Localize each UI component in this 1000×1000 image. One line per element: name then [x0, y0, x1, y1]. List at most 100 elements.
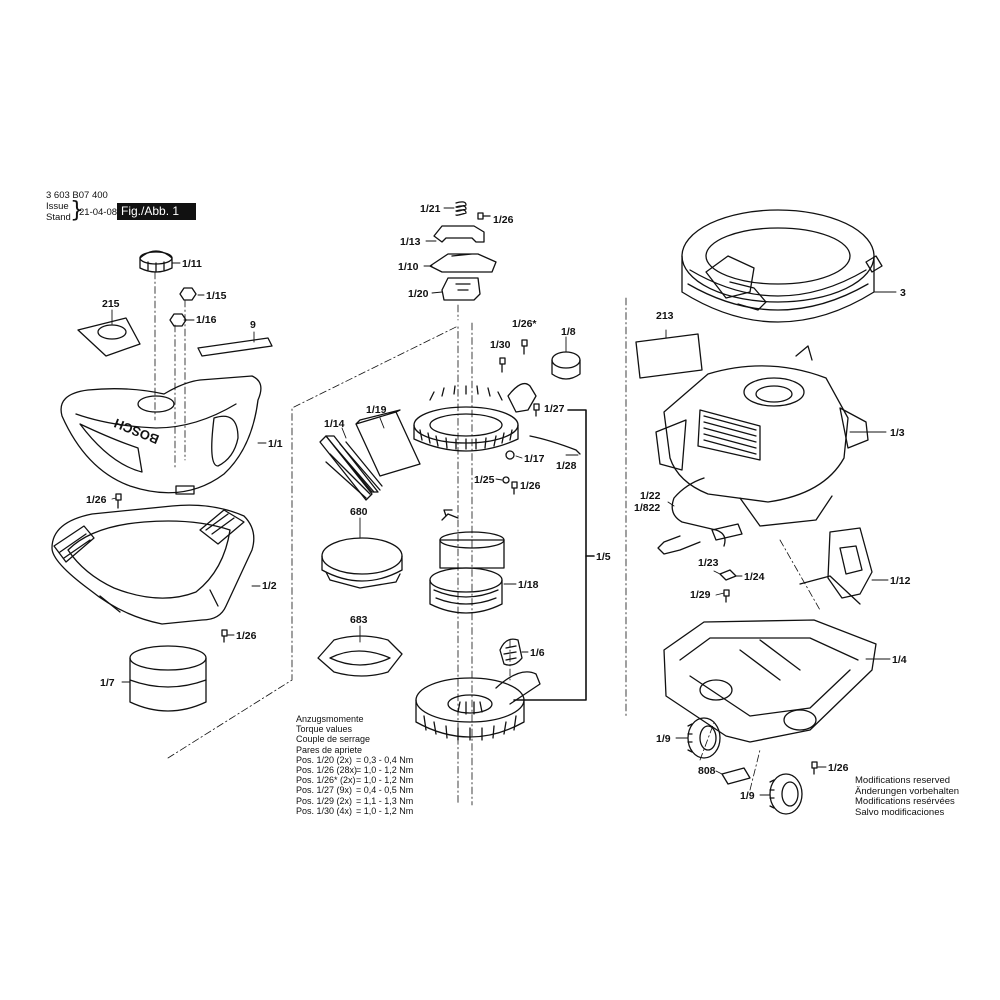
callout-808: 808 — [698, 765, 716, 777]
torque-pos: Pos. 1/26* (2x) — [296, 775, 356, 786]
part-label-213 — [635, 333, 703, 379]
group-bracket — [513, 409, 587, 701]
document-number: 3 603 B07 400 — [46, 190, 108, 201]
modifications-es: Salvo modificaciones — [855, 806, 945, 818]
torque-title-en: Torque values — [296, 724, 353, 735]
callout-1-6: 1/6 — [530, 647, 545, 659]
callout-213: 213 — [656, 310, 674, 322]
part-container — [655, 345, 869, 527]
part-cup — [321, 537, 403, 589]
torque-value: = 0,3 - 0,4 Nm — [356, 754, 414, 765]
callout-1-11: 1/11 — [182, 258, 202, 270]
callout-680: 680 — [350, 506, 368, 518]
part-gasket-683 — [317, 635, 403, 677]
callout-3: 3 — [900, 287, 906, 299]
torque-pos: Pos. 1/20 (2x) — [296, 754, 353, 765]
leader-lines — [111, 207, 897, 796]
callout-1-26-br: 1/26 — [828, 762, 849, 774]
callout-1-2: 1/2 — [262, 580, 277, 592]
part-top-cover — [60, 375, 262, 495]
callout-1-24: 1/24 — [744, 571, 765, 583]
issue-label: Issue — [46, 201, 69, 212]
torque-title-fr: Couple de serrage — [296, 734, 371, 745]
callout-1-27: 1/27 — [544, 403, 565, 415]
part-screw-130 — [499, 357, 506, 373]
issue-date: 21-04-08 — [79, 207, 118, 218]
part-screw-126b — [511, 481, 518, 495]
part-fan-housing — [415, 671, 541, 741]
part-label-808 — [721, 767, 751, 785]
callout-1-23: 1/23 — [698, 557, 719, 569]
callout-1-25: 1/25 — [474, 474, 495, 486]
callout-1-16: 1/16 — [196, 314, 217, 326]
callout-9: 9 — [250, 319, 256, 331]
stand-label: Stand — [46, 212, 71, 223]
part-hose — [681, 209, 883, 323]
part-small-filter — [499, 638, 523, 666]
part-screw-star — [521, 339, 528, 355]
part-nut-a — [179, 287, 197, 301]
torque-row: Pos. 1/26* (2x)= 1,0 - 1,2 Nm — [296, 775, 413, 785]
part-plate — [429, 253, 497, 273]
figure-label: Fig./Abb. 1 — [117, 203, 196, 220]
torque-value: = 1,0 - 1,2 Nm — [356, 775, 414, 786]
callout-215: 215 — [102, 298, 120, 310]
callout-1-9-lower: 1/9 — [740, 790, 755, 802]
callout-1-19: 1/19 — [366, 404, 387, 416]
part-grille — [319, 435, 383, 501]
part-wheel-upper — [687, 717, 721, 759]
modifications-en: Modifications reserved — [855, 775, 951, 786]
callout-1-17: 1/17 — [524, 453, 545, 465]
torque-value: = 1,0 - 1,2 Nm — [356, 765, 414, 776]
modifications-fr: Modifications resérvées — [855, 796, 955, 808]
callout-1-13: 1/13 — [400, 236, 421, 248]
callout-1-1: 1/1 — [268, 438, 283, 450]
part-handle — [799, 527, 873, 605]
callout-1-822: 1/822 — [634, 502, 661, 514]
torque-pos: Pos. 1/29 (2x) — [296, 795, 353, 806]
callout-1-26-lower: 1/26 — [236, 630, 257, 642]
part-wire — [529, 435, 581, 455]
callout-1-22: 1/22 — [640, 490, 661, 502]
part-clip — [719, 569, 737, 581]
callout-1-28: 1/28 — [556, 460, 577, 472]
part-washer-b — [502, 476, 510, 484]
part-board — [441, 277, 481, 301]
torque-row: Pos. 1/26 (28x)= 1,0 - 1,2 Nm — [296, 765, 413, 775]
torque-title-de: Anzugsmomente — [296, 714, 364, 724]
torque-value: = 0,4 - 0,5 Nm — [356, 785, 414, 796]
modifications-notice: Modifications reserved Änderungen vorbeh… — [855, 775, 959, 818]
torque-row: Pos. 1/30 (4x)= 1,0 - 1,2 Nm — [296, 806, 413, 816]
torque-pos: Pos. 1/27 (9x) — [296, 785, 353, 796]
torque-row: Pos. 1/27 (9x)= 0,4 - 0,5 Nm — [296, 785, 413, 795]
part-knob — [139, 250, 173, 273]
callout-1-10: 1/10 — [398, 261, 419, 273]
callout-1-7: 1/7 — [100, 677, 115, 689]
part-screw-br — [811, 761, 818, 775]
callout-1-30: 1/30 — [490, 339, 511, 351]
part-cylinder — [129, 645, 207, 712]
callout-1-20: 1/20 — [408, 288, 429, 300]
callout-1-14: 1/14 — [324, 418, 345, 430]
torque-pos: Pos. 1/30 (4x) — [296, 805, 353, 816]
part-spring — [455, 201, 467, 216]
part-gasket-215 — [77, 317, 141, 357]
torque-pos: Pos. 1/26 (28x) — [296, 765, 358, 776]
part-motor — [429, 509, 505, 614]
part-ring — [551, 351, 581, 380]
callout-1-26-top: 1/26 — [493, 214, 514, 226]
part-power-cord — [657, 477, 743, 555]
part-washer-a — [505, 450, 515, 460]
part-wheel-lower — [769, 773, 803, 815]
part-screw-left — [115, 493, 122, 509]
callout-1-26-mid: 1/26 — [520, 480, 541, 492]
part-screw-127 — [533, 403, 540, 417]
part-bracket — [433, 225, 485, 243]
callout-1-26-left: 1/26 — [86, 494, 107, 506]
callout-1-3: 1/3 — [890, 427, 905, 439]
callout-1-29: 1/29 — [690, 589, 711, 601]
torque-title-es: Pares de apriete — [296, 744, 363, 755]
callout-1-8: 1/8 — [561, 326, 576, 338]
torque-value: = 1,0 - 1,2 Nm — [356, 805, 414, 816]
